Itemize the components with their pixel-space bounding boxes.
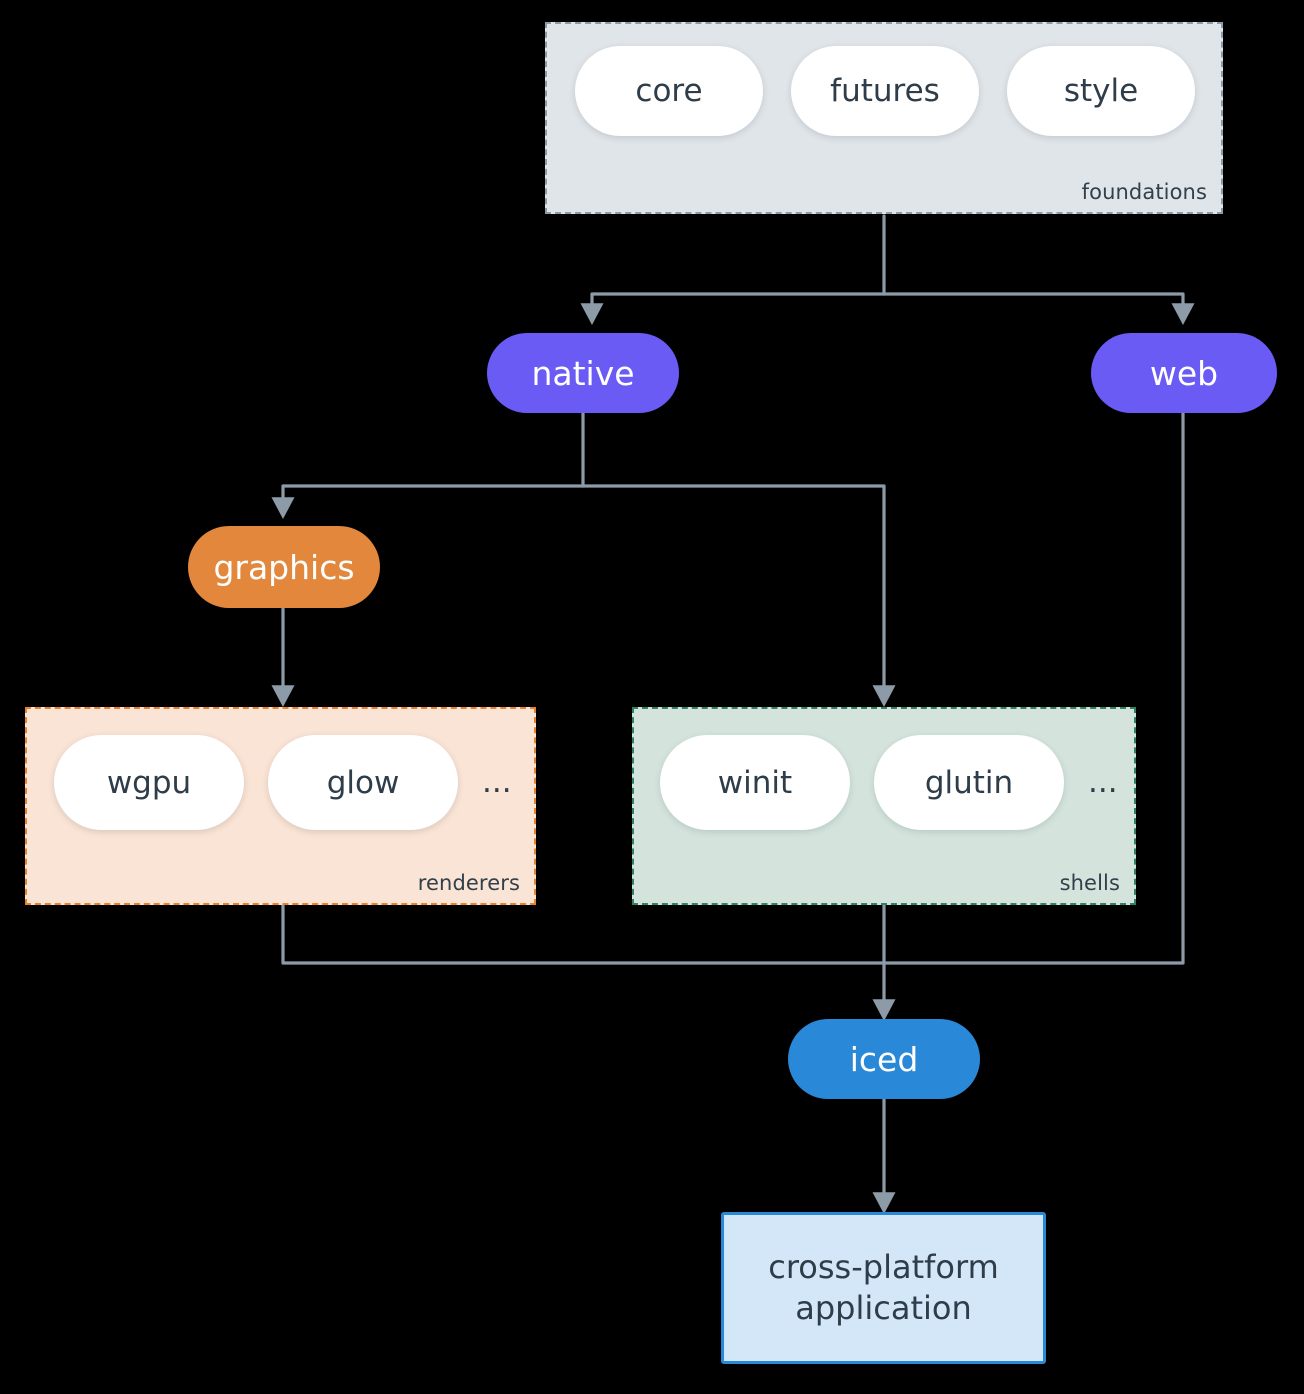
node-iced[interactable]: iced (788, 1019, 980, 1099)
node-web[interactable]: web (1091, 333, 1277, 413)
group-label-foundations: foundations (1081, 180, 1207, 204)
chip-futures[interactable]: futures (791, 46, 979, 136)
edge-renderers-to-merge (281, 903, 886, 965)
shells-chip-row: winit glutin ... (660, 735, 1118, 830)
edge-native-to-shells (581, 484, 896, 708)
node-native[interactable]: native (487, 333, 679, 413)
chip-wgpu[interactable]: wgpu (54, 735, 244, 830)
group-label-renderers: renderers (417, 871, 520, 895)
application-line-1: cross-platform (768, 1248, 999, 1287)
renderers-chip-row: wgpu glow ... (54, 735, 512, 830)
chip-glutin[interactable]: glutin (874, 735, 1064, 830)
group-foundations: core futures style foundations (545, 22, 1223, 214)
application-line-2: application (795, 1289, 972, 1327)
group-shells: winit glutin ... shells (632, 707, 1136, 905)
chip-winit[interactable]: winit (660, 735, 850, 830)
foundations-chip-row: core futures style (575, 46, 1195, 136)
chip-glow[interactable]: glow (268, 735, 458, 830)
edge-foundations-to-native (580, 292, 886, 326)
node-graphics[interactable]: graphics (188, 526, 380, 608)
edge-foundations-to-web (882, 292, 1195, 326)
edge-native-to-graphics (271, 484, 585, 520)
chip-core[interactable]: core (575, 46, 763, 136)
group-label-shells: shells (1059, 871, 1120, 895)
chip-style[interactable]: style (1007, 46, 1195, 136)
group-renderers: wgpu glow ... renderers (25, 707, 536, 905)
node-cross-platform-application[interactable]: cross-platform application (721, 1212, 1046, 1364)
renderers-ellipsis: ... (482, 764, 512, 800)
shells-ellipsis: ... (1088, 764, 1118, 800)
